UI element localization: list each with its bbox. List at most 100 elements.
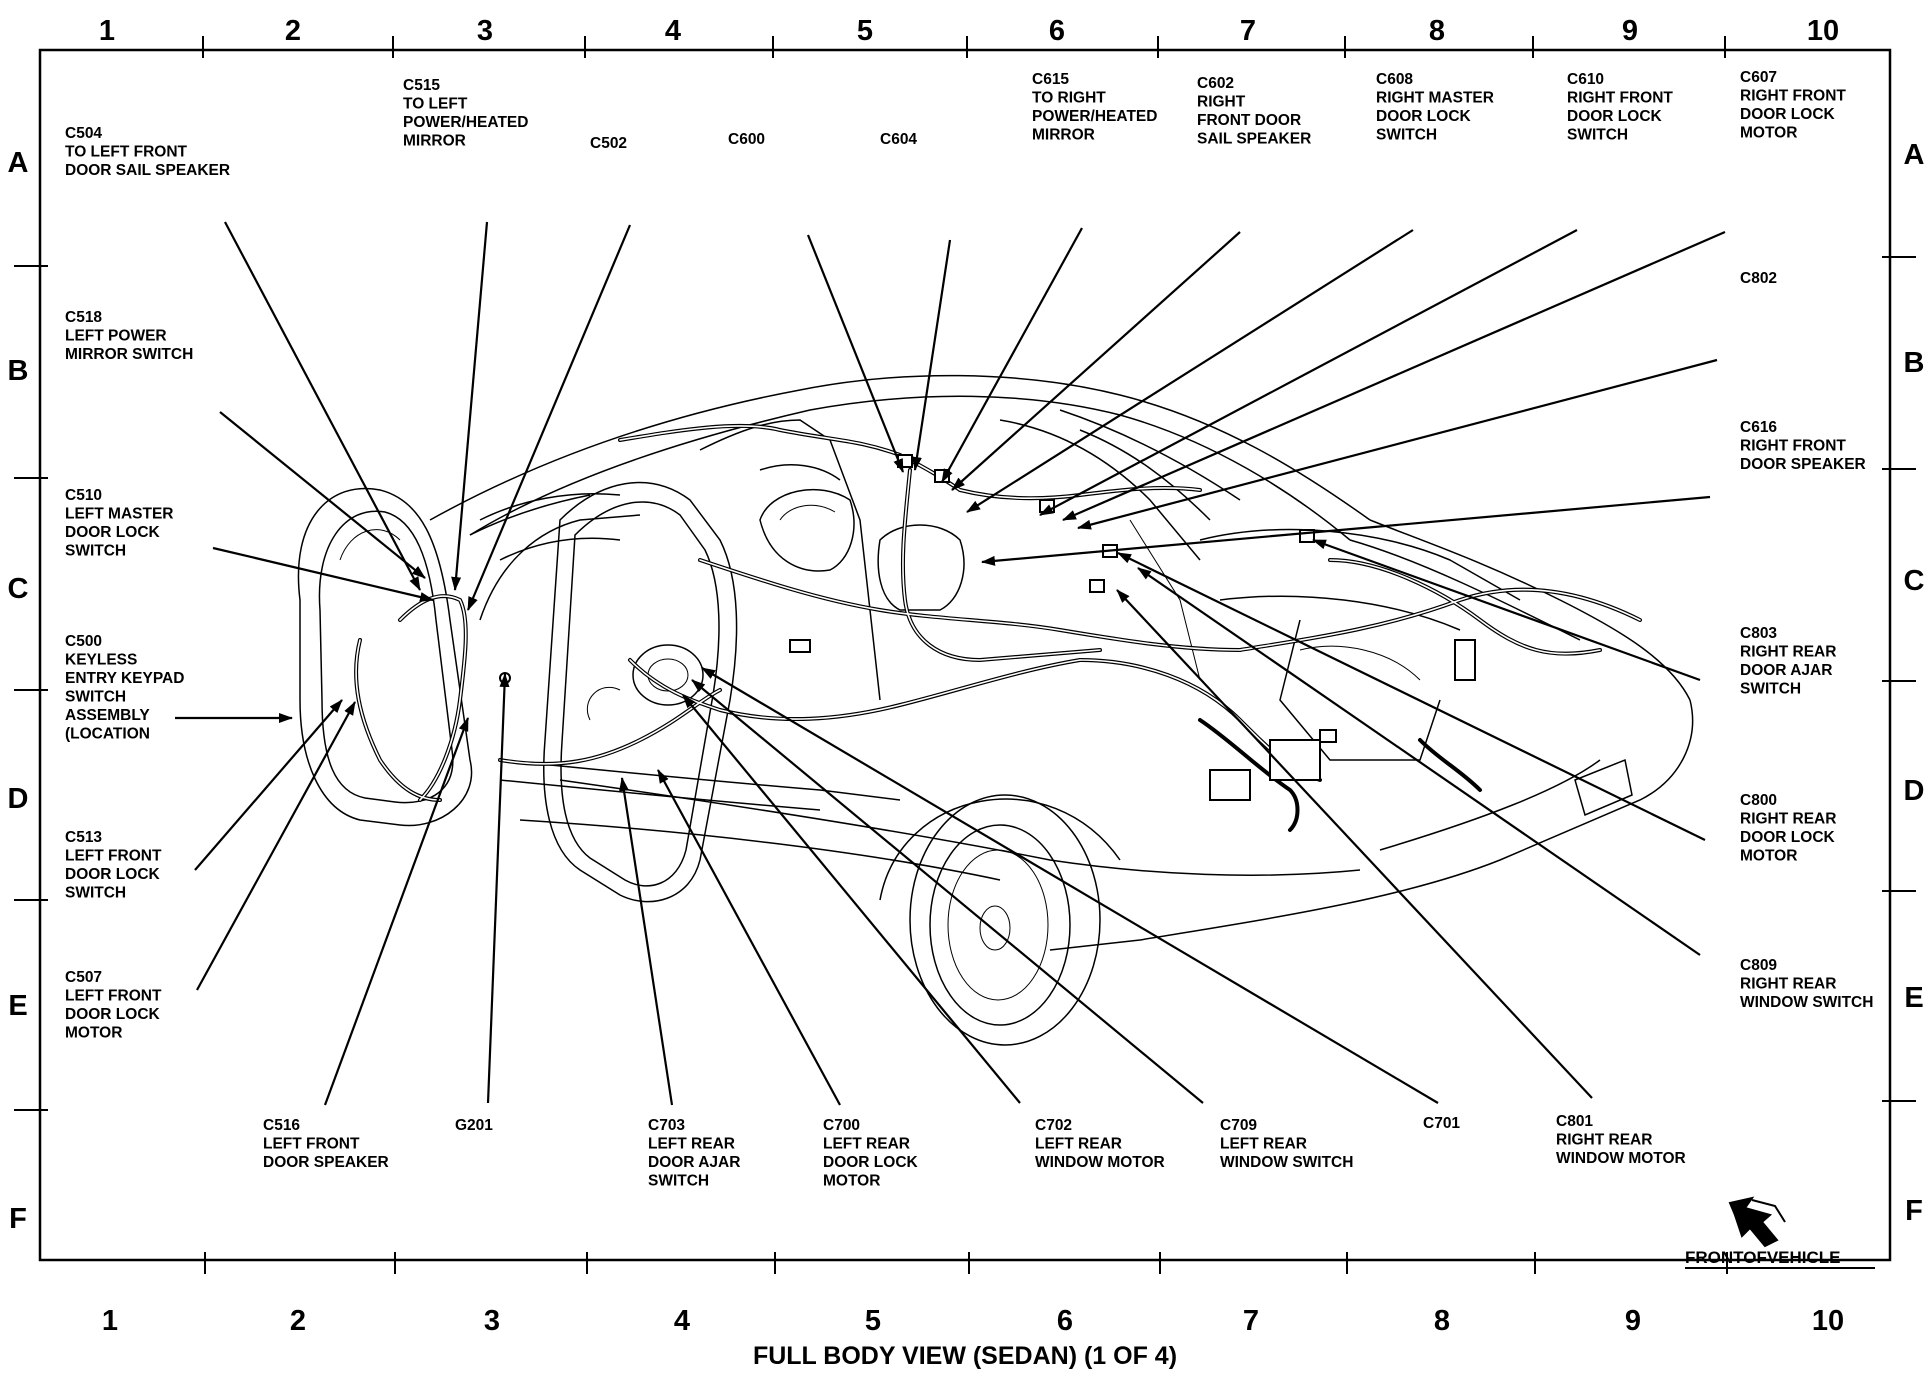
callout-line: LEFT FRONT	[65, 848, 162, 865]
column-label-bottom: 3	[484, 1305, 500, 1337]
callout-line: DOOR LOCK	[1740, 829, 1836, 846]
row-label-right: C	[1904, 565, 1925, 597]
leader-c600	[806, 234, 905, 473]
leader-c703	[619, 777, 674, 1106]
column-label-bottom: 7	[1243, 1305, 1259, 1337]
callout-line: LEFT POWER	[65, 328, 167, 345]
column-label-top: 1	[99, 15, 115, 47]
callout-line: DOOR AJAR	[1740, 662, 1832, 679]
callout-line: ENTRY KEYPAD	[65, 670, 184, 687]
row-label-right: B	[1904, 347, 1925, 379]
diagram-title: FULL BODY VIEW (SEDAN) (1 OF 4)	[753, 1342, 1177, 1370]
callout-line: MIRROR	[403, 133, 466, 150]
callout-line: C608	[1376, 71, 1413, 88]
callout-line: DOOR LOCK	[1376, 108, 1472, 125]
callout-line: DOOR SPEAKER	[263, 1154, 389, 1171]
callout-c802: C802	[1740, 270, 1777, 287]
leader-c701	[701, 667, 1439, 1104]
column-label-bottom: 8	[1434, 1305, 1450, 1337]
leader-c615	[941, 227, 1083, 483]
callout-line: C507	[65, 969, 102, 986]
callout-line: MOTOR	[1740, 125, 1797, 142]
callout-line: FRONT DOOR	[1197, 112, 1301, 129]
leader-c607	[1062, 230, 1726, 522]
callout-line: DOOR LOCK	[65, 866, 161, 883]
leader-c709	[691, 679, 1204, 1104]
leader-c608	[966, 229, 1414, 513]
callout-line: RIGHT	[1197, 94, 1246, 111]
callout-line: C515	[403, 77, 440, 94]
callout-line: C502	[590, 135, 627, 152]
row-label-left: F	[9, 1203, 27, 1235]
wiring-harness	[354, 423, 1642, 832]
callout-line: C500	[65, 633, 102, 650]
leader-c507	[196, 701, 356, 991]
column-label-top: 2	[285, 15, 301, 47]
callout-line: MIRROR	[1032, 127, 1095, 144]
callout-line: SAIL SPEAKER	[1197, 131, 1311, 148]
column-label-bottom: 4	[674, 1305, 690, 1337]
vehicle-outline	[297, 374, 1694, 1046]
callout-line: LEFT FRONT	[65, 988, 162, 1005]
callout-line: DOOR LOCK	[1740, 106, 1836, 123]
callout-line: C600	[728, 131, 765, 148]
callout-g201: G201	[455, 1117, 493, 1134]
callout-line: C616	[1740, 419, 1777, 436]
callout-line: C702	[1035, 1117, 1072, 1134]
leader-c702	[682, 694, 1021, 1104]
callout-line: WINDOW SWITCH	[1740, 994, 1873, 1011]
callout-line: TO LEFT FRONT	[65, 144, 188, 161]
callout-line: LEFT REAR	[1035, 1136, 1122, 1153]
row-label-left: C	[8, 573, 29, 605]
callout-line: SWITCH	[65, 689, 126, 706]
callout-line: ASSEMBLY	[65, 707, 150, 724]
callout-line: LEFT FRONT	[263, 1136, 360, 1153]
callout-line: POWER/HEATED	[1032, 108, 1157, 125]
leader-c504	[224, 221, 421, 591]
callout-line: SWITCH	[1376, 127, 1437, 144]
callout-line: DOOR LOCK	[823, 1154, 919, 1171]
leader-c602	[951, 231, 1241, 491]
callout-line: (LOCATION	[65, 726, 150, 743]
leader-c518	[219, 411, 426, 579]
leader-c510	[212, 546, 434, 602]
column-label-top: 5	[857, 15, 873, 47]
callout-line: SWITCH	[65, 885, 126, 902]
callout-line: C700	[823, 1117, 860, 1134]
callout-line: POWER/HEATED	[403, 114, 528, 131]
front-of-vehicle-indicator: FRONTOFVEHICLE	[1685, 1196, 1875, 1269]
leader-c604	[912, 239, 952, 471]
callout-line: RIGHT FRONT	[1740, 438, 1846, 455]
callout-c604: C604	[880, 131, 917, 148]
leader-c809	[1137, 567, 1701, 956]
callout-line: SWITCH	[1567, 127, 1628, 144]
callout-line: DOOR LOCK	[65, 1006, 161, 1023]
callout-line: RIGHT FRONT	[1567, 90, 1673, 107]
row-label-right: E	[1904, 982, 1923, 1014]
callout-c600: C600	[728, 131, 765, 148]
callout-line: RIGHT MASTER	[1376, 90, 1494, 107]
callout-line: MOTOR	[65, 1025, 122, 1042]
column-label-top: 6	[1049, 15, 1065, 47]
callout-line: C800	[1740, 792, 1777, 809]
callout-line: RIGHT REAR	[1740, 976, 1836, 993]
callout-line: WINDOW MOTOR	[1556, 1150, 1686, 1167]
callout-line: RIGHT FRONT	[1740, 88, 1846, 105]
callout-line: MIRROR SWITCH	[65, 346, 193, 363]
callout-line: MOTOR	[823, 1173, 880, 1190]
callout-line: DOOR LOCK	[1567, 108, 1663, 125]
callout-line: DOOR AJAR	[648, 1154, 740, 1171]
column-label-top: 8	[1429, 15, 1445, 47]
callout-line: C513	[65, 829, 102, 846]
